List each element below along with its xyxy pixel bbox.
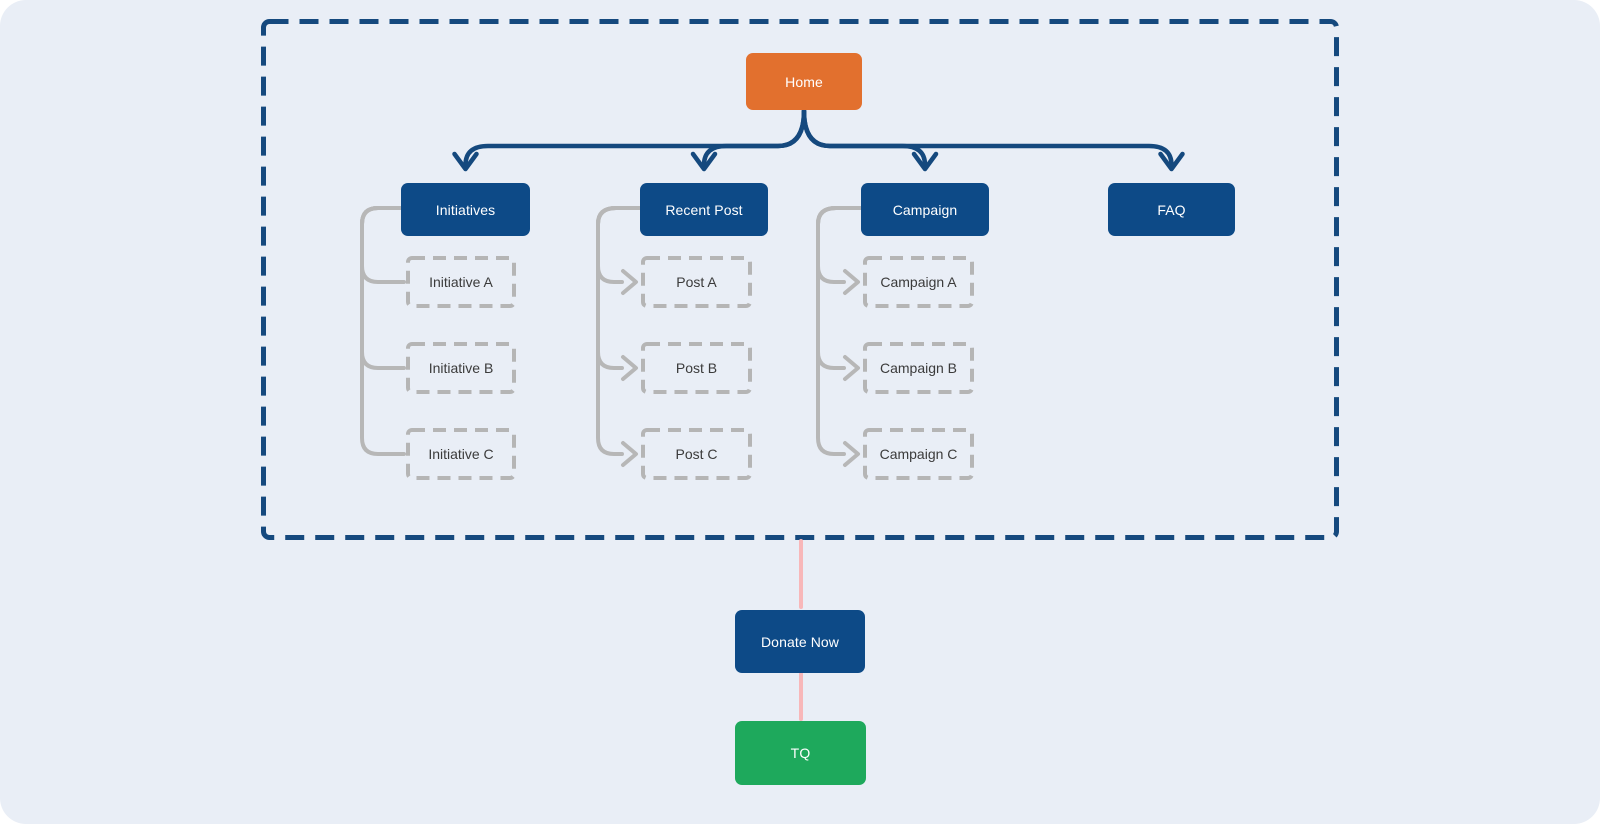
node-initiatives[interactable]: Initiatives (401, 183, 530, 236)
connector-arrowhead-campaign-b-icon (843, 355, 860, 381)
node-tq-label: TQ (790, 745, 811, 761)
connector-campaign-to-b (816, 206, 863, 370)
arrow-home-to-initiatives (463, 108, 807, 168)
connector-campaign-to-c (816, 206, 863, 456)
ghost-border-post-b (641, 342, 752, 394)
node-donate-now[interactable]: Donate Now (735, 610, 865, 673)
node-campaign-c[interactable]: Campaign C (863, 428, 974, 480)
arrowhead-initiatives-icon (452, 151, 479, 172)
arrow-home-to-campaign (801, 108, 928, 168)
node-initiative-b-label: Initiative B (428, 360, 494, 376)
connector-recent-post-to-a (596, 206, 642, 284)
node-post-c[interactable]: Post C (641, 428, 752, 480)
arrowhead-faq-icon (1158, 151, 1185, 172)
node-home[interactable]: Home (746, 53, 862, 110)
ghost-border-campaign-b (863, 342, 974, 394)
node-post-a-label: Post A (676, 274, 717, 290)
ghost-border-campaign-a (863, 256, 974, 308)
node-campaign[interactable]: Campaign (861, 183, 989, 236)
node-faq[interactable]: FAQ (1108, 183, 1235, 236)
node-campaign-a-label: Campaign A (880, 274, 957, 290)
ghost-border-initiative-a (406, 256, 516, 308)
node-post-c-label: Post C (675, 446, 718, 462)
node-campaign-a[interactable]: Campaign A (863, 256, 974, 308)
connector-initiatives-to-c (360, 206, 406, 456)
node-post-b[interactable]: Post B (641, 342, 752, 394)
node-initiative-c[interactable]: Initiative C (406, 428, 516, 480)
sitemap-boundary-dashed-border (261, 19, 1339, 540)
ghost-border-post-a (641, 256, 752, 308)
node-campaign-c-label: Campaign C (879, 446, 958, 462)
node-home-label: Home (785, 73, 823, 90)
connector-arrowhead-post-a-icon (621, 269, 638, 295)
node-initiative-b[interactable]: Initiative B (406, 342, 516, 394)
node-post-a[interactable]: Post A (641, 256, 752, 308)
node-recent-post[interactable]: Recent Post (640, 183, 768, 236)
node-initiative-a[interactable]: Initiative A (406, 256, 516, 308)
node-faq-label: FAQ (1157, 201, 1186, 218)
ghost-border-initiative-b (406, 342, 516, 394)
connector-campaign-to-a (816, 206, 863, 284)
connector-arrowhead-campaign-a-icon (843, 269, 860, 295)
node-campaign-b[interactable]: Campaign B (863, 342, 974, 394)
connector-arrowhead-post-b-icon (621, 355, 638, 381)
node-initiatives-label: Initiatives (435, 201, 496, 218)
arrow-home-to-faq (801, 108, 1174, 168)
ghost-border-campaign-c (863, 428, 974, 480)
node-tq[interactable]: TQ (735, 721, 866, 785)
ghost-border-post-c (641, 428, 752, 480)
node-campaign-b-label: Campaign B (879, 360, 958, 376)
node-initiative-c-label: Initiative C (428, 446, 494, 462)
arrowhead-campaign-icon (911, 151, 939, 172)
node-donate-now-label: Donate Now (760, 633, 840, 650)
ghost-border-initiative-c (406, 428, 516, 480)
arrow-home-to-recent-post (701, 108, 807, 168)
connector-arrowhead-post-c-icon (621, 441, 638, 467)
connector-initiatives-to-b (360, 206, 406, 370)
node-campaign-label: Campaign (892, 201, 958, 218)
connector-arrowhead-campaign-c-icon (843, 441, 860, 467)
node-initiative-a-label: Initiative A (429, 274, 493, 290)
connector-recent-post-to-b (596, 206, 642, 370)
connector-recent-post-to-c (596, 206, 642, 456)
node-recent-post-label: Recent Post (665, 201, 743, 218)
arrowhead-recent-post-icon (690, 151, 718, 172)
connector-initiatives-to-a (360, 206, 406, 284)
node-post-b-label: Post B (675, 360, 718, 376)
